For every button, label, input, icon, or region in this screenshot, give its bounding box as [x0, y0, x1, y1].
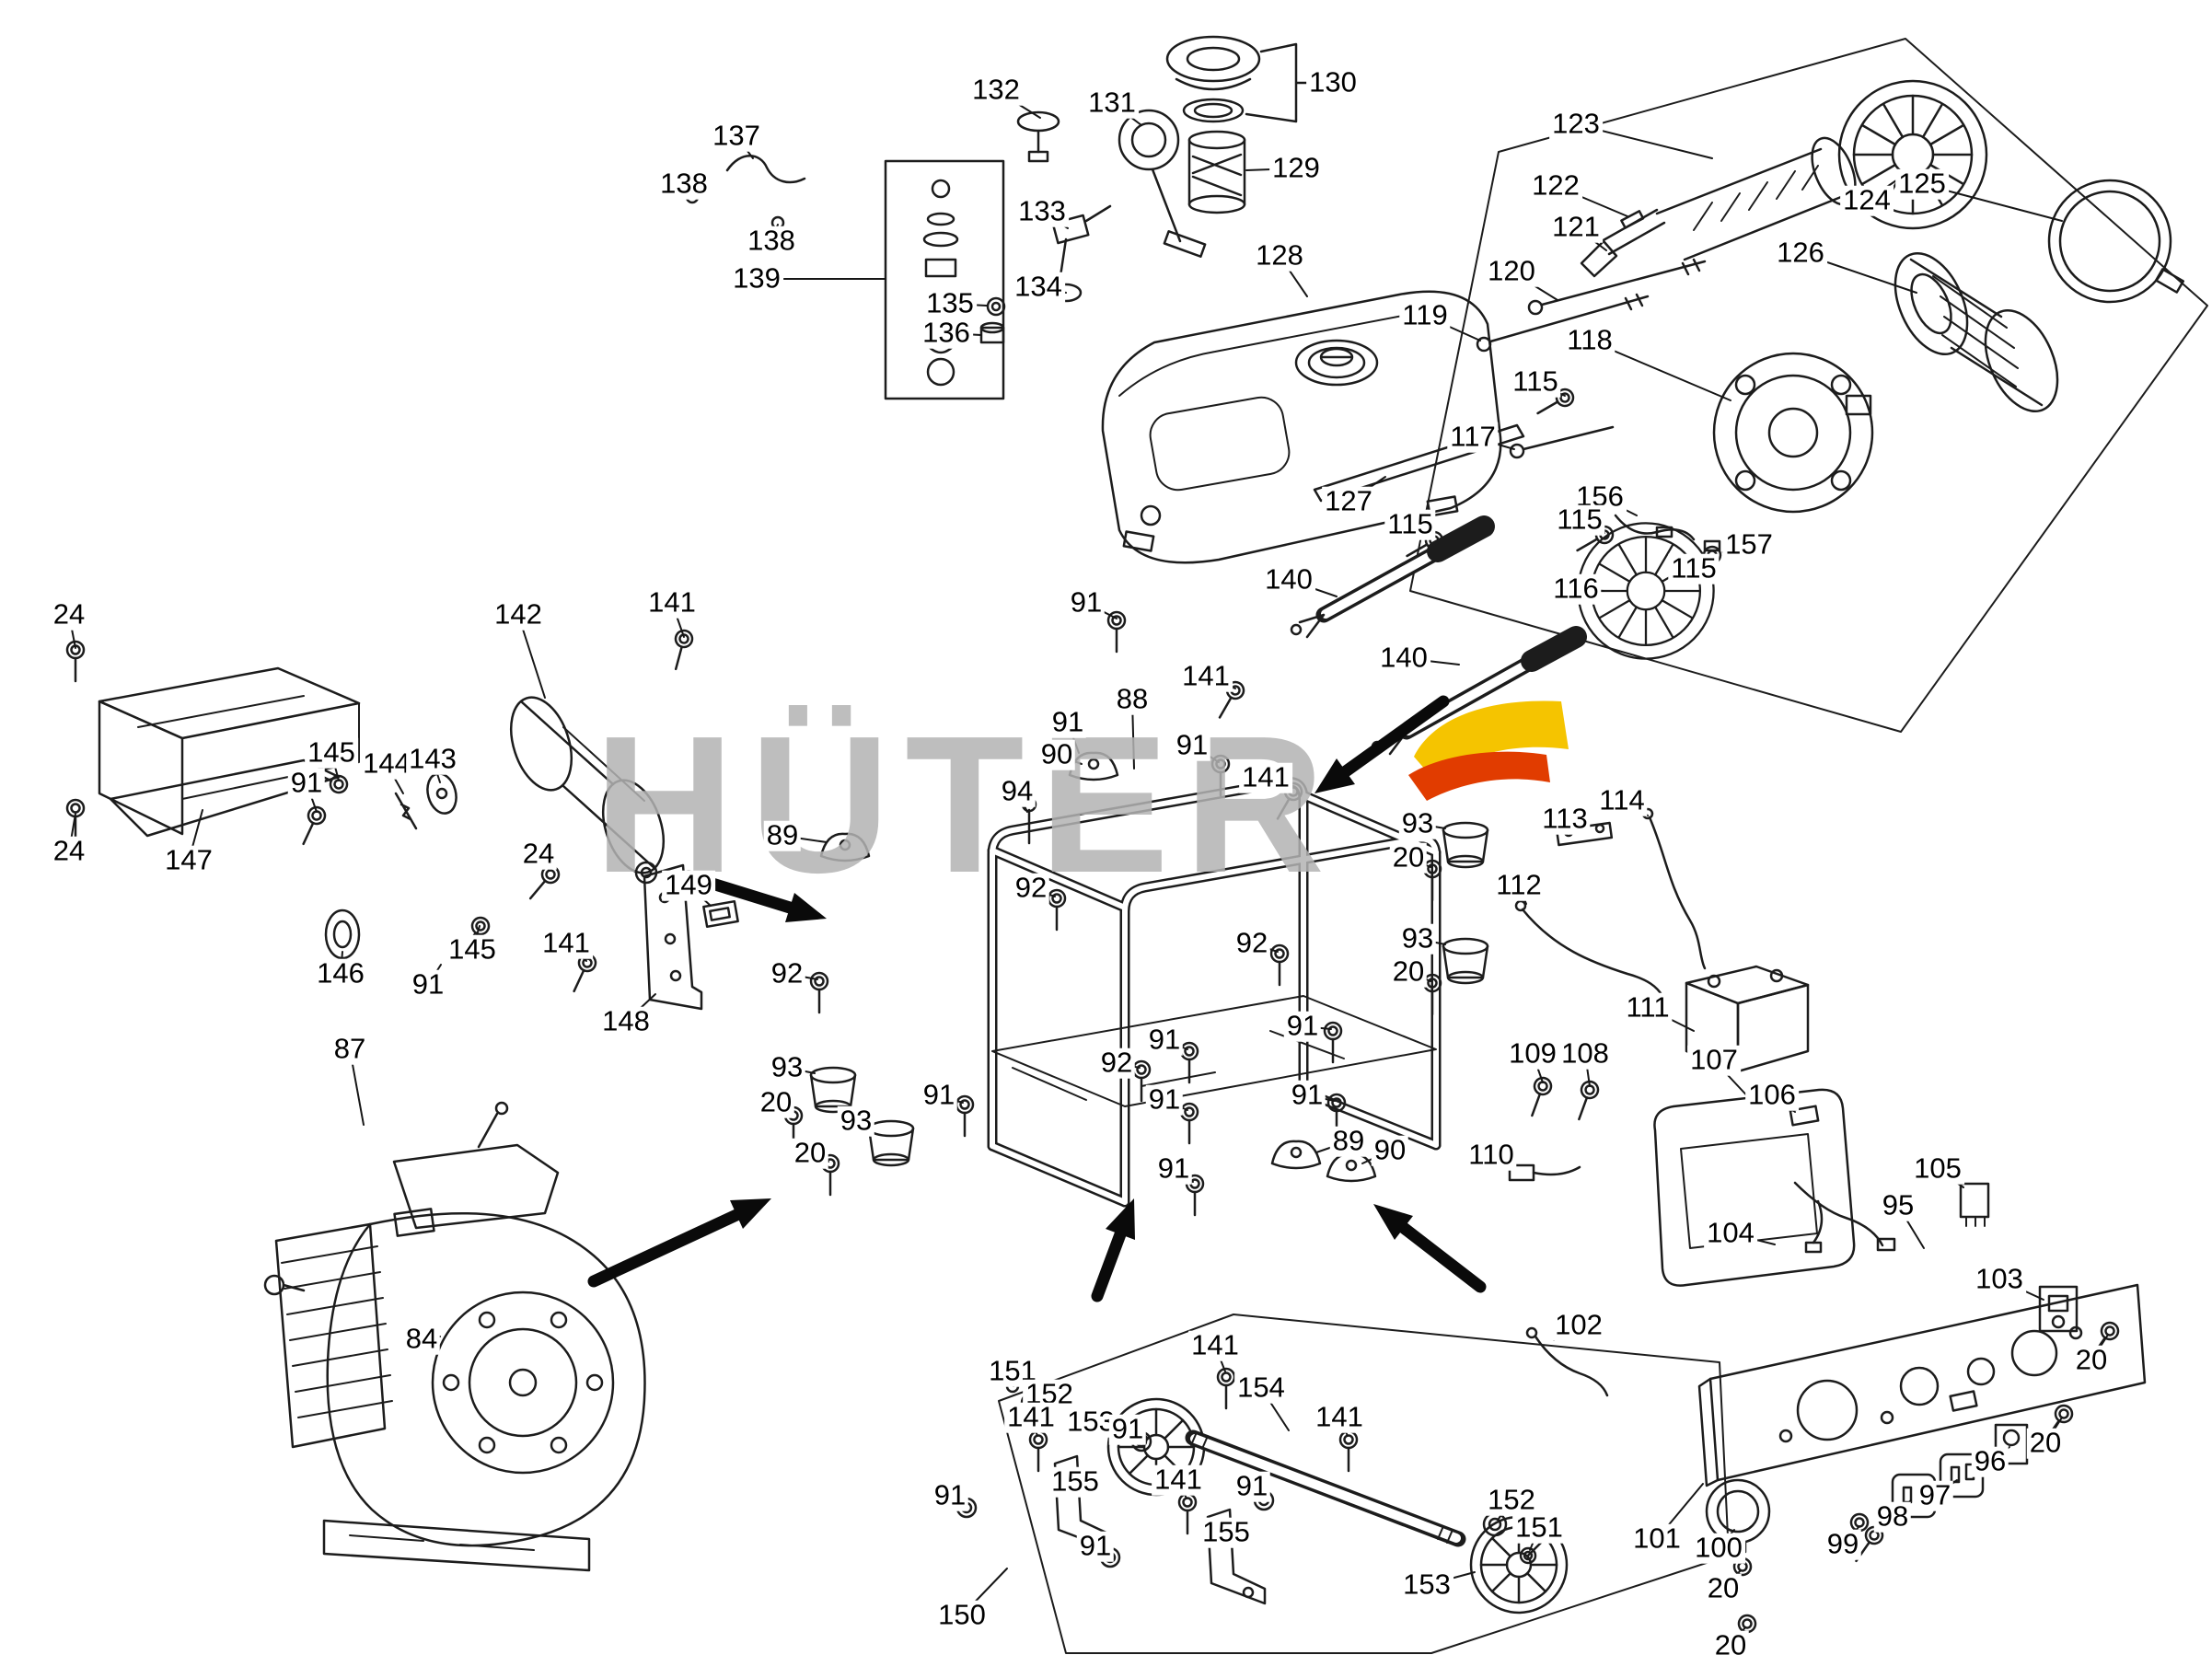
- handles-drawing: [1290, 515, 1587, 756]
- wheel-kit-drawing: [1005, 1379, 1569, 1614]
- battery-electrics-drawing: [1514, 807, 1810, 1073]
- heat-shield-drawing: [98, 666, 361, 838]
- engine-drawing: [263, 1101, 646, 1572]
- control-panel-drawing: [1508, 1088, 2147, 1554]
- hardware-bolts-drawing: [65, 385, 2123, 1655]
- muffler-drawing: [510, 696, 665, 885]
- watermark-text: HÜTER: [594, 695, 1340, 913]
- fuel-system-drawing: [685, 35, 1502, 564]
- assembly-arrows: [587, 695, 1487, 1302]
- alternator-drawing: [1313, 79, 2185, 660]
- logo-red-swoosh: [1408, 751, 1550, 801]
- brand-logo-icon: [1408, 700, 1569, 801]
